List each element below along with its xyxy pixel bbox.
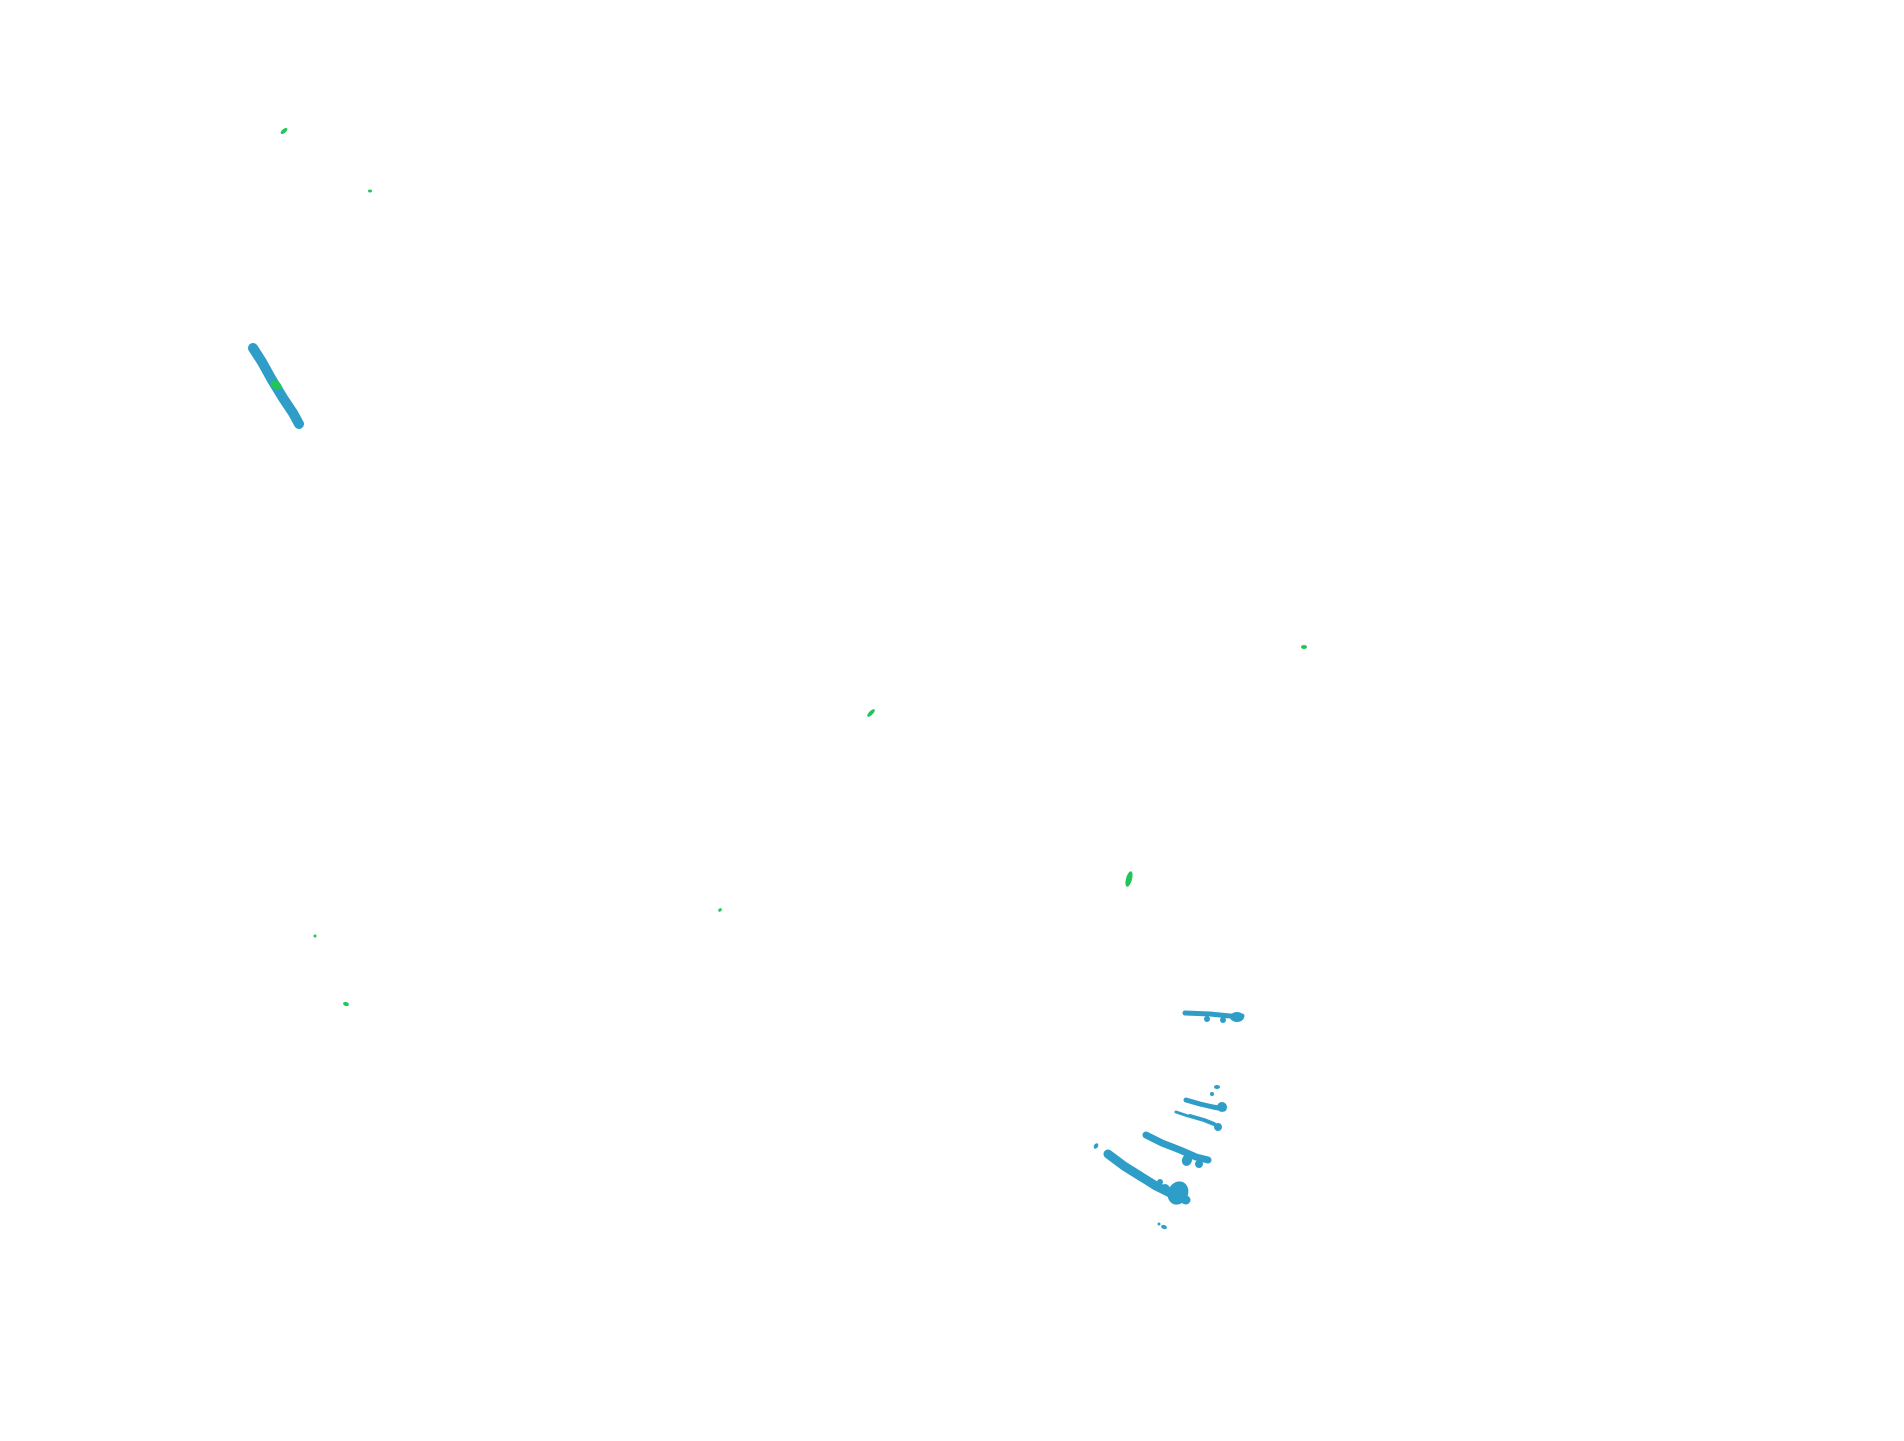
blue-fragment: [284, 402, 292, 408]
green-fragment: [343, 1001, 349, 1007]
green-fragment: [867, 709, 875, 717]
blue-fragment: [1160, 1184, 1170, 1194]
blue-fragment: [1181, 1154, 1193, 1166]
blue-fragment: [1230, 1012, 1244, 1022]
blue-streak: [1174, 1110, 1190, 1118]
point-cloud: [248, 128, 1307, 1230]
green-fragment: [368, 189, 372, 193]
green-fragment: [313, 934, 317, 938]
blue-fragment: [1220, 1017, 1226, 1023]
blue-fragment: [1214, 1123, 1222, 1131]
blue-fragment: [1167, 1181, 1189, 1205]
blue-fragment: [293, 417, 299, 423]
blue-fragment: [1157, 1222, 1161, 1226]
blue-fragment: [1093, 1143, 1099, 1149]
blue-fragment: [1204, 1016, 1210, 1022]
green-fragment: [270, 380, 282, 390]
green-fragment: [1125, 871, 1133, 887]
blue-fragment: [1214, 1085, 1220, 1089]
blue-fragment: [1210, 1092, 1214, 1096]
blue-fragment: [1157, 1179, 1163, 1185]
blue-fragment: [1161, 1224, 1167, 1230]
green-fragment: [1301, 645, 1307, 649]
green-fragment: [718, 908, 722, 912]
blue-fragment: [1217, 1102, 1227, 1112]
blue-streak: [1142, 1131, 1212, 1164]
blue-streak: [1188, 1114, 1216, 1126]
green-fragment: [280, 128, 288, 134]
blue-fragment: [1195, 1160, 1203, 1168]
